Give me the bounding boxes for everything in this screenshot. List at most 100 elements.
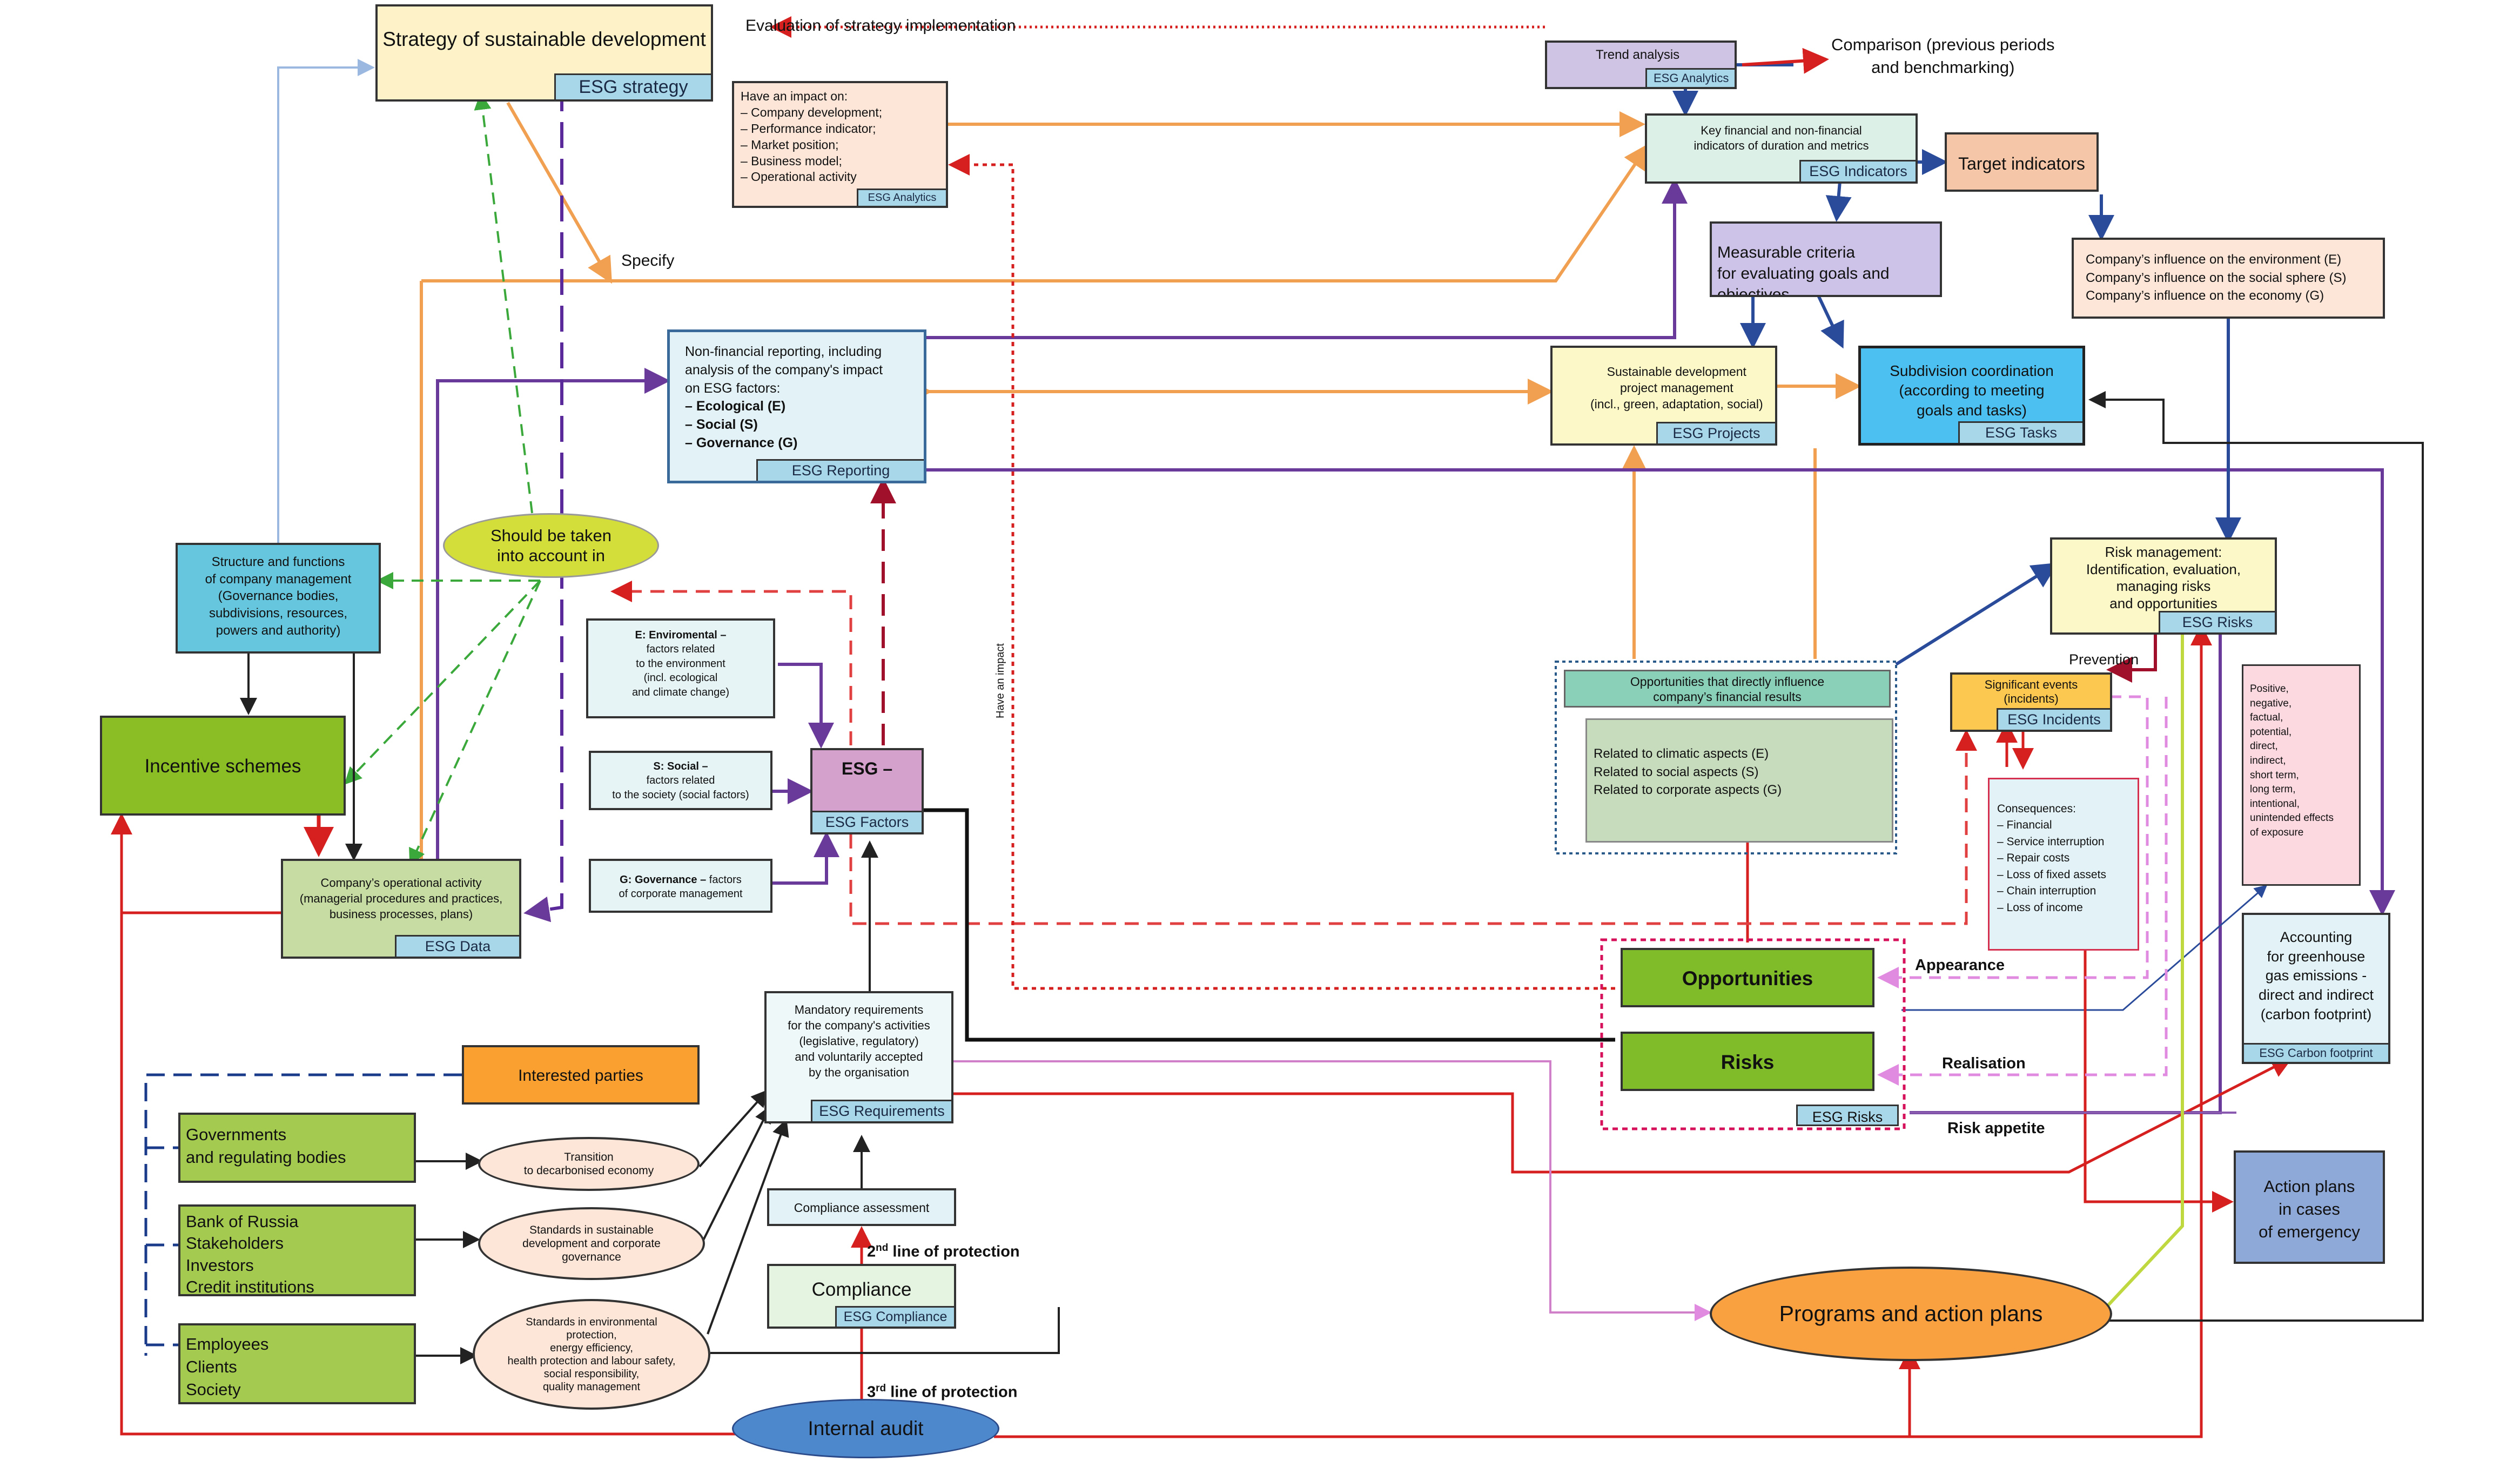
risk-appetite-label: Risk appetite xyxy=(1947,1120,2045,1137)
esg-factors-box: ESG – ESG Factors xyxy=(810,748,924,834)
comparison-text: Comparison (previous periods and benchma… xyxy=(1831,35,2055,77)
black-connectors xyxy=(240,391,2424,1364)
comparison-arrow xyxy=(1742,48,1829,74)
red-dashed-connectors xyxy=(610,581,1977,925)
standards-environmental-ellipse: Standards in environmental protection, e… xyxy=(473,1299,710,1410)
impact-item: – Business model; xyxy=(741,153,842,168)
trend-tag: ESG Analytics xyxy=(1645,68,1735,87)
governance-factor-text: G: Governance – factors of corporate man… xyxy=(619,874,743,900)
have-impact-dotted xyxy=(948,154,1615,990)
exposure-effects-box: Positive, negative, factual, potential, … xyxy=(2242,664,2361,886)
governments-text: Governments and regulating bodies xyxy=(186,1125,346,1167)
impact-item: – Operational activity xyxy=(741,170,857,184)
opportunities-direct-header-text: Opportunities that directly influence co… xyxy=(1630,675,1825,704)
opportunities-title: Opportunities xyxy=(1682,967,1813,989)
target-indicators-title: Target indicators xyxy=(1958,154,2085,173)
impact-content: Have an impact on: – Company development… xyxy=(741,89,882,185)
subdivision-text: Subdivision coordination (according to m… xyxy=(1890,362,2054,419)
emergency-action-plans-text: Action plans in cases of emergency xyxy=(2259,1177,2360,1241)
projects-box: Sustainable development project manageme… xyxy=(1550,346,1777,446)
opportunities-direct-list: Related to climatic aspects (E) Related … xyxy=(1585,718,1893,843)
key-indicators-tag: ESG Indicators xyxy=(1799,160,1916,181)
environmental-factor-text: E: Enviromental – factors related to the… xyxy=(631,629,730,698)
risk-management-box: Risk management: Identification, evaluat… xyxy=(2050,537,2277,635)
key-indicators-text: Key financial and non-financial indicato… xyxy=(1694,124,1869,152)
transition-ellipse: Transition to decarbonised economy xyxy=(478,1137,700,1191)
operational-activity-tag: ESG Data xyxy=(395,935,519,957)
incidents-text: Significant events (incidents) xyxy=(1984,678,2078,706)
impact-item: – Company development; xyxy=(741,105,883,119)
bank-text: Bank of Russia Stakeholders Investors Cr… xyxy=(186,1212,314,1296)
projects-text: Sustainable development project manageme… xyxy=(1590,365,1763,411)
risks-box: Risks xyxy=(1621,1032,1874,1091)
red-connectors xyxy=(111,16,2293,1438)
risk-management-tag: ESG Risks xyxy=(2159,611,2275,632)
trend-title: Trend analysis xyxy=(1596,48,1680,62)
mandatory-requirements-text: Mandatory requirements for the company's… xyxy=(788,1003,930,1080)
incentive-schemes-box: Incentive schemes xyxy=(100,716,346,816)
operational-activity-box: Company’s operational activity (manageri… xyxy=(281,859,521,959)
governments-box: Governments and regulating bodies xyxy=(178,1113,416,1183)
pink-connectors xyxy=(1877,695,2168,1086)
opportunities-direct-container xyxy=(1555,661,1897,854)
incidents-tag: ESG Incidents xyxy=(1997,708,2110,730)
compliance-tag: ESG Compliance xyxy=(835,1306,954,1327)
incentive-schemes-title: Incentive schemes xyxy=(144,756,301,777)
carbon-footprint-tag: ESG Carbon footprint xyxy=(2244,1043,2388,1062)
compliance-assessment-title: Compliance assessment xyxy=(794,1201,930,1215)
employees-text: Employees Clients Society xyxy=(186,1335,269,1399)
risk-management-text: Risk management: Identification, evaluat… xyxy=(2086,544,2241,612)
realisation-label: Realisation xyxy=(1942,1055,2026,1072)
esg-factors-title: ESG – xyxy=(841,759,893,778)
should-be-taken-ellipse: Should be taken into account in xyxy=(443,513,659,578)
dark-red-connectors xyxy=(870,477,2157,745)
structure-light-blue-connector xyxy=(277,59,375,543)
internal-audit-ellipse: Internal audit xyxy=(732,1399,999,1458)
green-dashed-connectors xyxy=(344,92,541,866)
risks-title: Risks xyxy=(1721,1051,1775,1073)
compliance-title: Compliance xyxy=(811,1279,912,1300)
emergency-action-plans-box: Action plans in cases of emergency xyxy=(2234,1150,2385,1264)
impact-box: Have an impact on: – Company development… xyxy=(732,81,948,208)
compliance-box: Compliance ESG Compliance xyxy=(767,1264,956,1329)
carbon-footprint-box: Accounting for greenhouse gas emissions … xyxy=(2242,913,2390,1064)
evaluation-label: Evaluation of strategy implementation xyxy=(745,17,1016,35)
exposure-effects-text: Positive, negative, factual, potential, … xyxy=(2250,683,2334,838)
have-impact-label: Have an impact xyxy=(994,643,1006,718)
projects-tag: ESG Projects xyxy=(1656,422,1775,443)
environmental-factor-box: E: Enviromental – factors related to the… xyxy=(586,618,775,718)
company-influence-text: Company’s influence on the environment (… xyxy=(2086,252,2347,304)
mandatory-requirements-tag: ESG Requirements xyxy=(811,1100,951,1121)
reporting-tag: ESG Reporting xyxy=(756,459,924,481)
risks-tag-box: ESG Risks xyxy=(1796,1105,1899,1126)
key-indicators-box: Key financial and non-financial indicato… xyxy=(1645,113,1918,184)
second-line-label: 2nd line of protection xyxy=(867,1242,1020,1261)
impact-tag: ESG Analytics xyxy=(857,188,946,206)
measurable-criteria-box: Measurable criteria for evaluating goals… xyxy=(1710,221,1942,297)
impact-item: – Performance indicator; xyxy=(741,121,876,136)
strategy-tag: ESG strategy xyxy=(554,73,711,99)
employees-box: Employees Clients Society xyxy=(178,1323,416,1404)
subdivision-box: Subdivision coordination (according to m… xyxy=(1858,346,2085,446)
social-factor-box: S: Social – factors related to the socie… xyxy=(589,751,772,810)
pink-solid-connectors xyxy=(951,1060,2236,1321)
social-factor-text: S: Social – factors related to the socie… xyxy=(612,760,749,801)
specify-label: Specify xyxy=(621,252,675,270)
reporting-text: Non-financial reporting, including analy… xyxy=(685,344,883,450)
strategy-box: Strategy of sustainable development ESG … xyxy=(375,4,713,102)
company-influence-box: Company’s influence on the environment (… xyxy=(2072,238,2385,319)
prevention-label: Prevention xyxy=(2069,651,2139,668)
incidents-box: Significant events (incidents) ESG Incid… xyxy=(1950,672,2112,732)
opportunities-direct-list-text: Related to climatic aspects (E) Related … xyxy=(1594,746,1782,798)
compliance-assessment-box: Compliance assessment xyxy=(767,1188,956,1226)
blue-thin-connectors xyxy=(1901,885,2268,1011)
interested-parties-title: Interested parties xyxy=(518,1067,643,1085)
interested-parties-dashed xyxy=(144,1073,462,1356)
target-indicators-box: Target indicators xyxy=(1945,132,2099,192)
structure-text: Structure and functions of company manag… xyxy=(205,555,352,638)
consequences-text: Consequences: – Financial – Service inte… xyxy=(1997,803,2106,914)
impact-title: Have an impact on: xyxy=(741,89,848,103)
subdivision-tag: ESG Tasks xyxy=(1958,421,2082,443)
structure-box: Structure and functions of company manag… xyxy=(176,543,381,654)
